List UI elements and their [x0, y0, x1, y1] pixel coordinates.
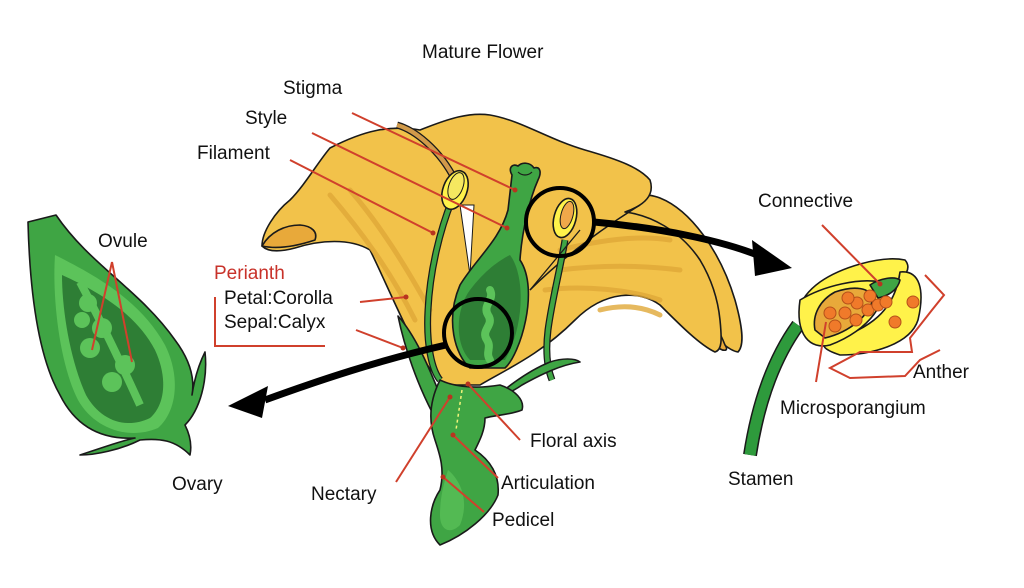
label-floral-axis: Floral axis [530, 431, 617, 452]
label-ovule: Ovule [98, 231, 148, 252]
arrow-to-anther [593, 218, 762, 260]
label-articulation: Articulation [501, 473, 595, 494]
label-anther: Anther [913, 362, 970, 383]
ovary-magnifier-circle [442, 297, 514, 369]
label-stigma: Stigma [283, 78, 343, 99]
petal-left-tip-shade [261, 224, 317, 249]
diagram-title: Mature Flower [422, 42, 544, 63]
arrow-to-ovary [263, 341, 447, 404]
anther-detail-illustration [743, 258, 922, 457]
mature-flower-illustration [261, 113, 743, 546]
arrow-to-anther-head [752, 240, 792, 276]
label-nectary: Nectary [311, 484, 377, 505]
leader-lines [91, 112, 946, 513]
arrow-to-ovary-head [228, 386, 268, 418]
label-stamen: Stamen [728, 469, 793, 490]
label-pedicel: Pedicel [492, 510, 554, 531]
label-filament: Filament [197, 143, 271, 164]
label-sepal-calyx: Sepal:Calyx [224, 312, 326, 333]
label-ovary: Ovary [172, 474, 223, 495]
ovary-detail-illustration [27, 214, 207, 456]
label-microsporangium: Microsporangium [780, 398, 926, 419]
pollen-grains [823, 289, 920, 333]
label-connective: Connective [758, 191, 853, 212]
label-style: Style [245, 108, 287, 129]
zoom-arrows [228, 218, 792, 418]
label-petal-corolla: Petal:Corolla [224, 288, 333, 309]
label-perianth: Perianth [214, 263, 285, 284]
